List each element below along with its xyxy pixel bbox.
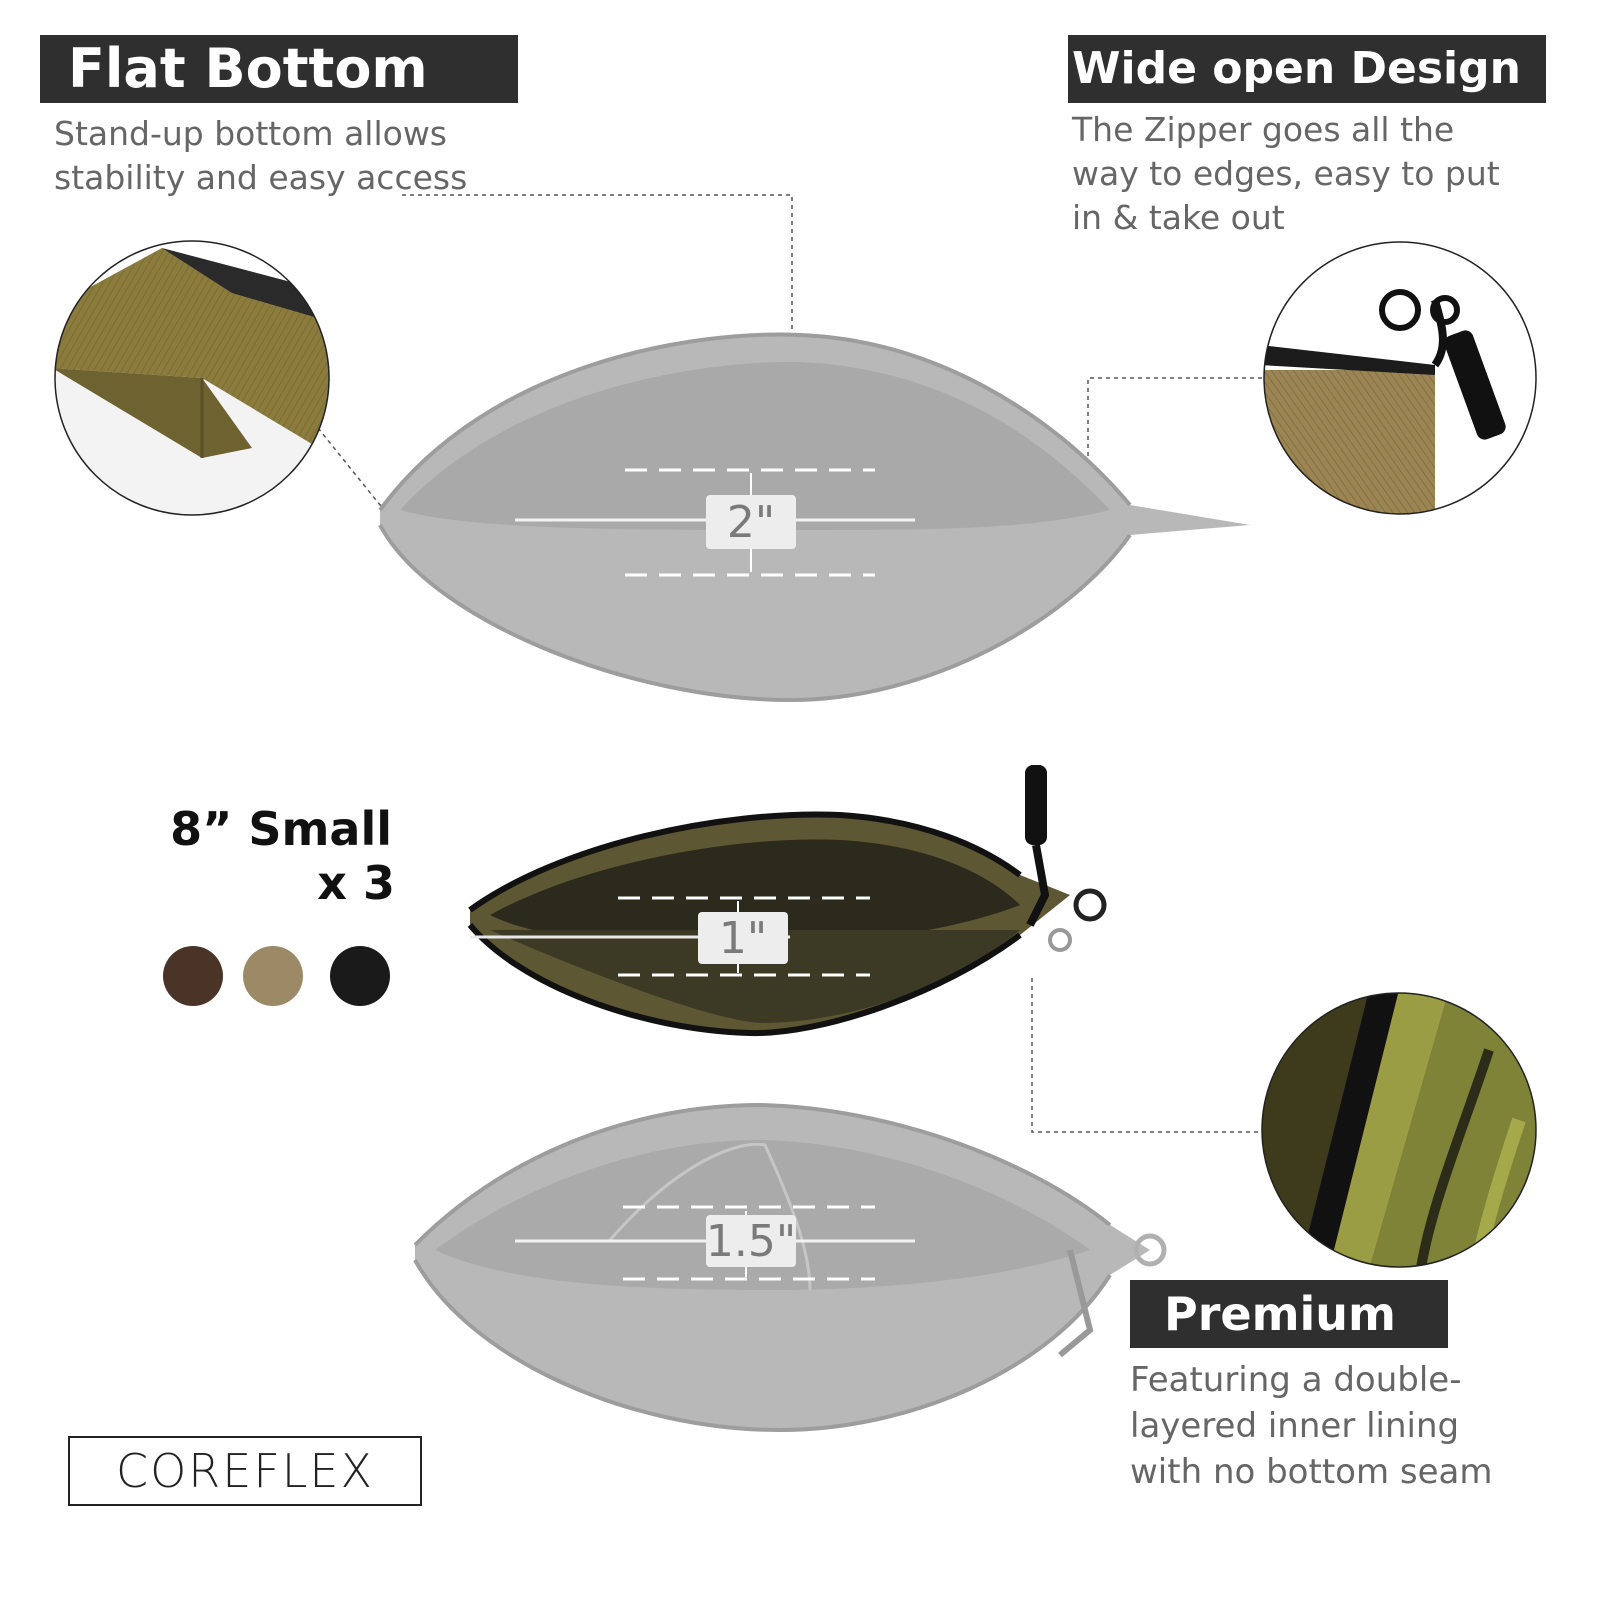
quantity-label: x 3 (317, 856, 395, 910)
lining-detail-image (1261, 992, 1537, 1268)
flat-bottom-description: Stand-up bottom allows stability and eas… (54, 114, 468, 197)
wide-open-description: The Zipper goes all the way to edges, ea… (1072, 110, 1500, 237)
color-swatch-black (330, 946, 390, 1006)
large-pouch-image (378, 332, 1250, 703)
top-measurement-label: 2" (706, 495, 796, 549)
middle-measurement-lines (470, 896, 870, 977)
coreflex-logo: COREFLEX (68, 1436, 422, 1506)
flat-bottom-title: Flat Bottom (40, 35, 518, 103)
middle-measurement-label: 1" (698, 912, 788, 964)
premium-title: Premium (1130, 1280, 1448, 1348)
wide-open-title: Wide open Design (1068, 35, 1546, 103)
flat-bottom-detail-image (54, 240, 330, 516)
color-swatch-brown (163, 946, 223, 1006)
color-swatch-tan (243, 946, 303, 1006)
bottom-measurement-label: 1.5" (705, 1215, 797, 1267)
size-label: 8” Small (170, 802, 392, 856)
premium-description: Featuring a double- layered inner lining… (1130, 1360, 1493, 1492)
zipper-detail-image (1263, 241, 1537, 515)
medium-pouch-image (413, 1102, 1167, 1433)
